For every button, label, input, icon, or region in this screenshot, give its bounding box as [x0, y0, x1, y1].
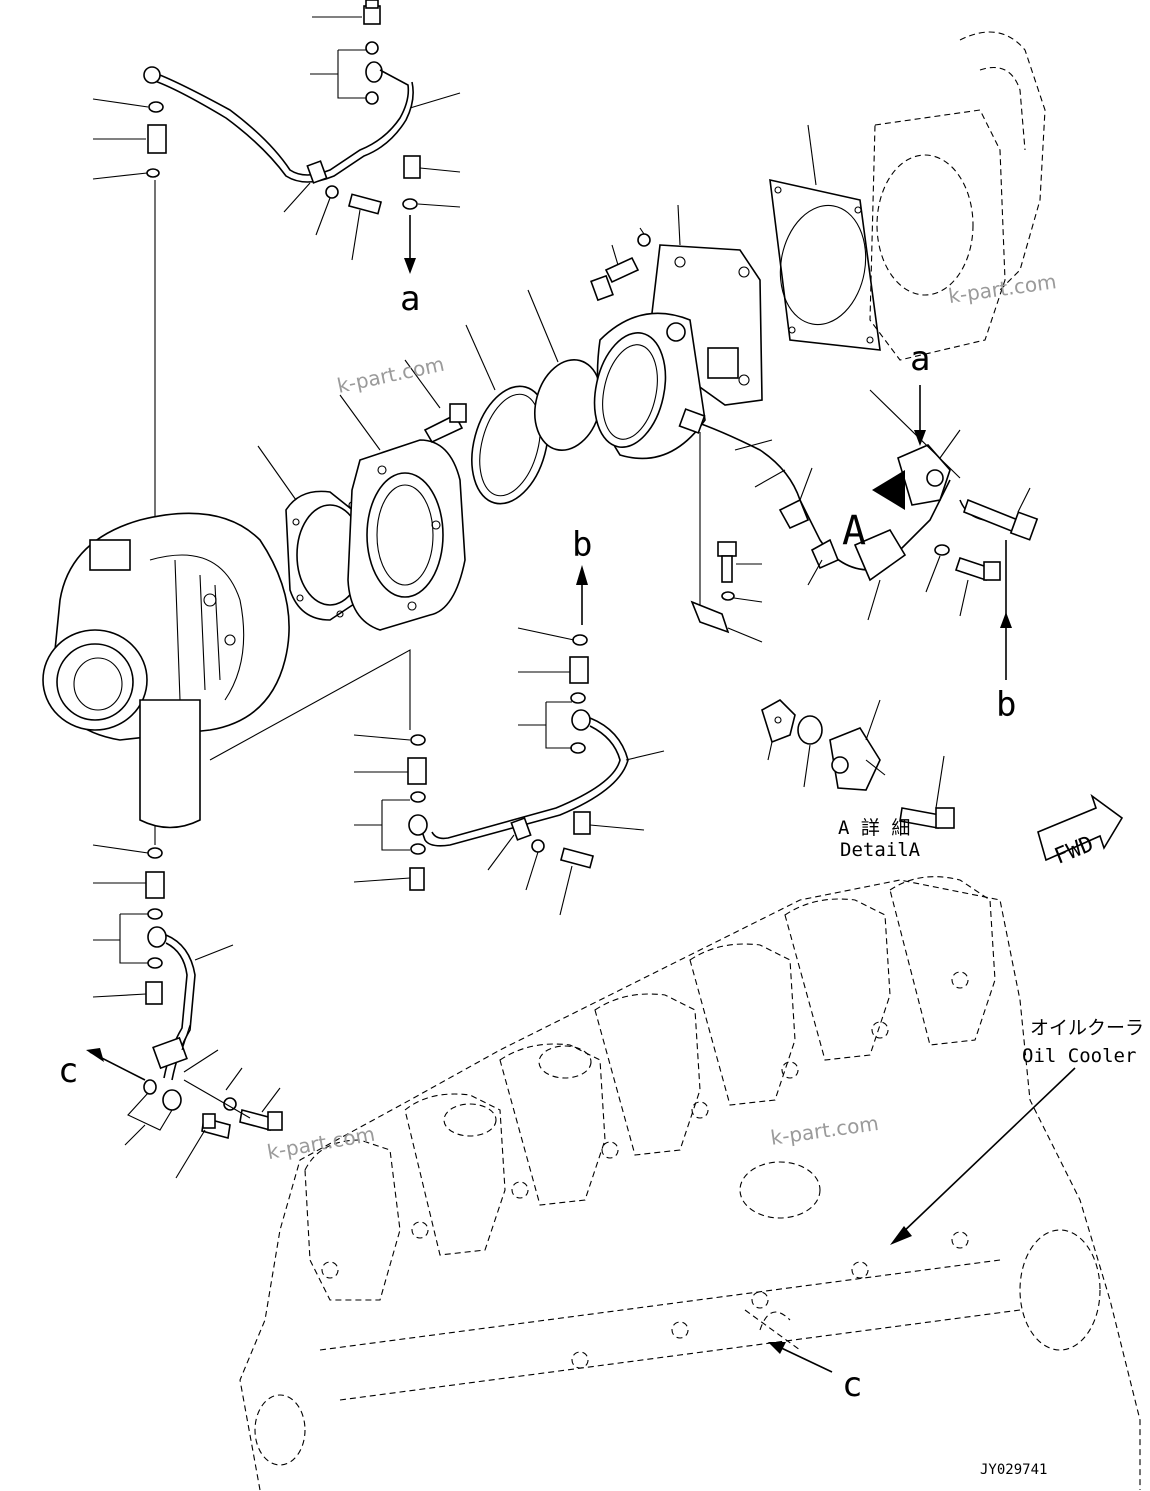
elbow-housing [590, 204, 763, 460]
top-oil-tube-assembly [92, 0, 461, 845]
watermark-4: k-part.com [769, 1111, 880, 1150]
ref-c-bottom: c [842, 1365, 862, 1405]
oil-cooler-label-en: Oil Cooler [1022, 1045, 1136, 1067]
middle-oil-tube-assembly [353, 565, 665, 916]
figure-id: JY029741 [980, 1462, 1047, 1478]
ref-b-top: b [572, 525, 592, 565]
ref-a-detail: a [910, 339, 930, 379]
sensor-block [869, 389, 1039, 617]
rectangular-gasket [769, 124, 881, 351]
b-arrow-right [914, 385, 1012, 680]
exhaust-elbow-ghost [869, 31, 1046, 361]
ref-big-a: A [842, 508, 866, 554]
engine-block-ghost [239, 876, 1141, 1491]
sensor-harness [678, 408, 951, 643]
lower-oil-tube-assembly [86, 844, 283, 1179]
fwd-badge: FWD [1037, 793, 1124, 870]
adapter-ring [339, 359, 467, 631]
watermark-2: k-part.com [335, 352, 447, 398]
o-ring-large [465, 324, 549, 505]
detail-a-label-jp: A 詳 細 [838, 817, 910, 839]
oil-cooler-label-jp: オイルクーラ [1030, 1017, 1144, 1039]
detail-a-view [761, 699, 955, 829]
turbocharger [42, 512, 411, 829]
watermark-1: k-part.com [947, 269, 1058, 308]
detail-a-label-en: DetailA [840, 839, 921, 861]
ref-b-right: b [996, 685, 1016, 725]
ref-c-left: c [58, 1051, 78, 1091]
ref-a-top: a [400, 279, 420, 319]
